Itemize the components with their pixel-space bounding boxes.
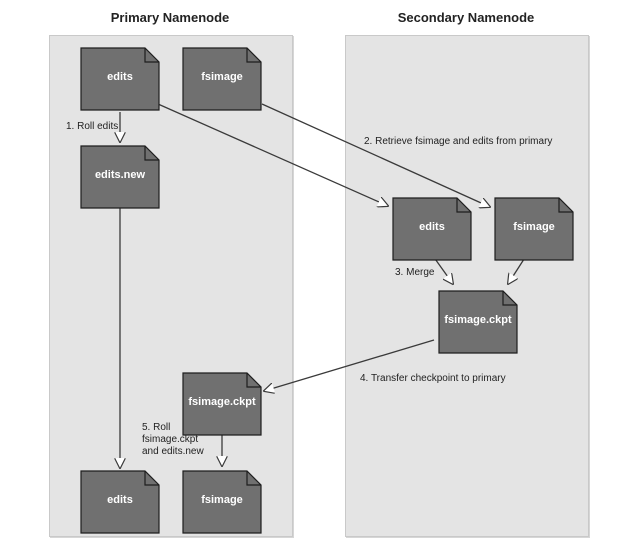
step-2-label: 2. Retrieve fsimage and edits from prima…	[364, 136, 553, 147]
arrow-fsimage-to-secondary	[261, 103, 490, 207]
secondary-edits-file: edits	[392, 197, 472, 261]
arrow-fsimage-merge	[508, 255, 527, 284]
file-icon	[438, 290, 518, 354]
step-1-label: 1. Roll edits	[66, 121, 119, 132]
file-icon	[182, 47, 262, 111]
step-4-label: 4. Transfer checkpoint to primary	[360, 373, 506, 384]
file-label: edits.new	[94, 169, 146, 181]
secondary-fsimage-file: fsimage	[494, 197, 574, 261]
file-label: fsimage	[201, 494, 243, 506]
primary-namenode-panel	[49, 35, 293, 537]
file-label: edits	[107, 71, 133, 83]
arrow-transfer-checkpoint	[264, 339, 435, 391]
file-icon	[80, 47, 160, 111]
primary-namenode-title: Primary Namenode	[110, 10, 230, 25]
secondary-namenode-panel	[345, 35, 589, 537]
primary-edits-file: edits	[80, 47, 160, 111]
file-icon	[494, 197, 574, 261]
file-icon	[182, 372, 262, 436]
step-5-line-2: fsimage.ckpt	[142, 434, 199, 445]
file-label: fsimage.ckpt	[444, 314, 512, 326]
primary-edits-new-file: edits.new	[80, 145, 160, 209]
file-label: fsimage.ckpt	[188, 396, 256, 408]
file-label: edits	[419, 221, 445, 233]
file-label: fsimage	[201, 71, 243, 83]
primary-fsimage-file: fsimage	[182, 47, 262, 111]
primary-final-fsimage-file: fsimage	[182, 470, 262, 534]
file-label: fsimage	[513, 221, 555, 233]
file-icon	[392, 197, 472, 261]
step-5-line-1: 5. Roll	[142, 422, 171, 433]
file-icon	[80, 470, 160, 534]
secondary-namenode-title: Secondary Namenode	[397, 10, 535, 25]
file-icon	[80, 145, 160, 209]
file-icon	[182, 470, 262, 534]
arrow-edits-merge	[432, 255, 453, 284]
step-5-label: 5. Roll fsimage.ckpt and edits.new	[142, 422, 204, 458]
step-3-label: 3. Merge	[395, 267, 435, 278]
primary-fsimage-ckpt-file: fsimage.ckpt	[182, 372, 262, 436]
primary-final-edits-file: edits	[80, 470, 160, 534]
step-5-line-3: and edits.new	[142, 446, 204, 457]
secondary-fsimage-ckpt-file: fsimage.ckpt	[438, 290, 518, 354]
arrow-edits-to-secondary	[157, 103, 388, 206]
file-label: edits	[107, 494, 133, 506]
